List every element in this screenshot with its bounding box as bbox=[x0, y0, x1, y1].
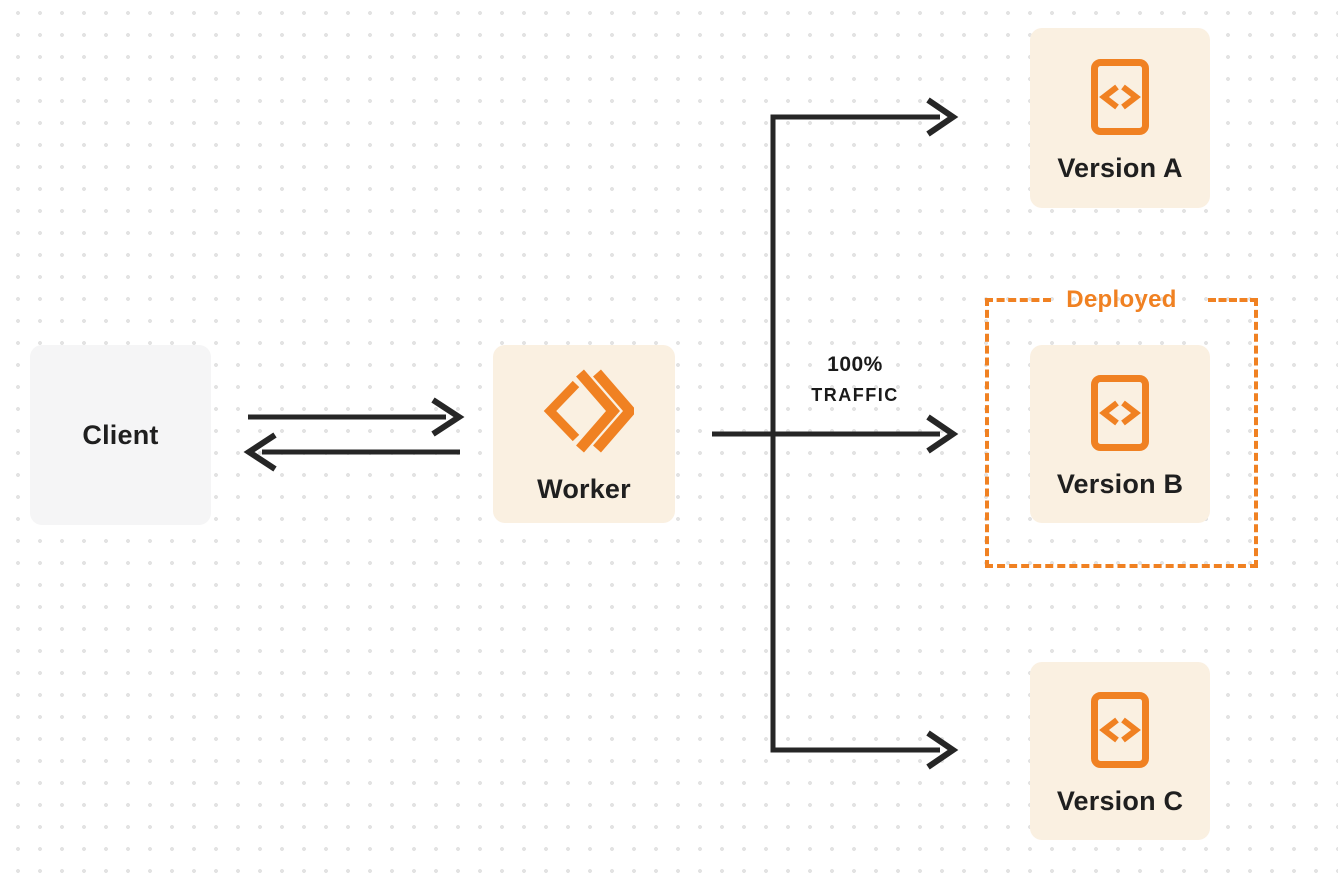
version-b-node: Version B bbox=[1030, 345, 1210, 523]
version-a-node: Version A bbox=[1030, 28, 1210, 208]
code-file-icon bbox=[1091, 692, 1149, 768]
worker-label: Worker bbox=[537, 473, 631, 504]
traffic-percent: 100% bbox=[827, 353, 883, 376]
traffic-label: 100% TRAFFIC bbox=[785, 351, 925, 411]
version-a-label: Version A bbox=[1057, 152, 1183, 183]
worker-node: Worker bbox=[493, 345, 675, 523]
version-c-node: Version C bbox=[1030, 662, 1210, 840]
deployed-border-top-left bbox=[985, 298, 1051, 302]
deployed-group: Deployed bbox=[985, 286, 1258, 568]
version-b-label: Version B bbox=[1056, 468, 1184, 499]
code-file-icon bbox=[1091, 375, 1149, 451]
deployed-label: Deployed bbox=[1066, 286, 1177, 313]
version-c-label: Version C bbox=[1056, 785, 1184, 816]
deployed-border-left bbox=[985, 298, 989, 568]
deployed-border-bottom bbox=[985, 564, 1258, 568]
workers-logo-icon bbox=[543, 369, 634, 452]
code-file-icon bbox=[1091, 59, 1149, 135]
client-node: Client bbox=[30, 345, 211, 525]
deployed-border-right bbox=[1254, 298, 1258, 568]
deployed-border-top-right bbox=[1208, 298, 1258, 302]
traffic-word: TRAFFIC bbox=[811, 385, 899, 405]
client-label: Client bbox=[82, 419, 159, 450]
